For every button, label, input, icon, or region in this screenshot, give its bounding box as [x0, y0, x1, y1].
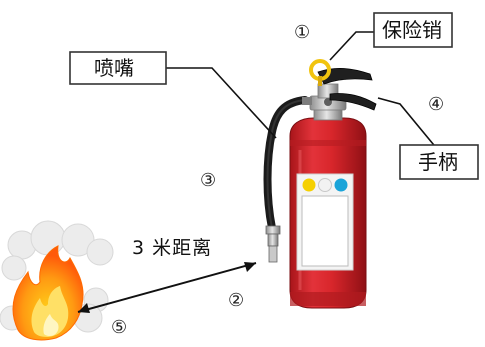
handle-label: 手柄 [418, 150, 458, 174]
extinguisher-valve [302, 83, 347, 121]
step-number-3: ③ [200, 170, 216, 191]
step-number-4: ④ [428, 94, 444, 115]
hose [263, 96, 309, 232]
safety-pin [309, 59, 331, 86]
fire-icon [12, 245, 84, 341]
handle-callout: 手柄 [399, 144, 479, 180]
step-number-2: ② [228, 290, 244, 311]
blue-dot-icon [334, 178, 348, 192]
safety-pin-callout: 保险销 [373, 12, 453, 48]
extinguisher-label-panel [296, 173, 354, 271]
step-number-5: ⑤ [111, 317, 127, 338]
nozzle-label: 喷嘴 [94, 56, 134, 80]
nozzle-callout: 喷嘴 [69, 51, 167, 85]
step-number-1: ① [294, 22, 310, 43]
nozzle-tip [265, 225, 281, 263]
distance-label: 3 米距离 [132, 237, 212, 259]
distance-arrow [77, 262, 257, 313]
safety-pin-label: 保险销 [382, 18, 442, 42]
white-dot-icon [318, 178, 332, 192]
leader-lines [166, 31, 439, 151]
yellow-dot-icon [302, 178, 316, 192]
